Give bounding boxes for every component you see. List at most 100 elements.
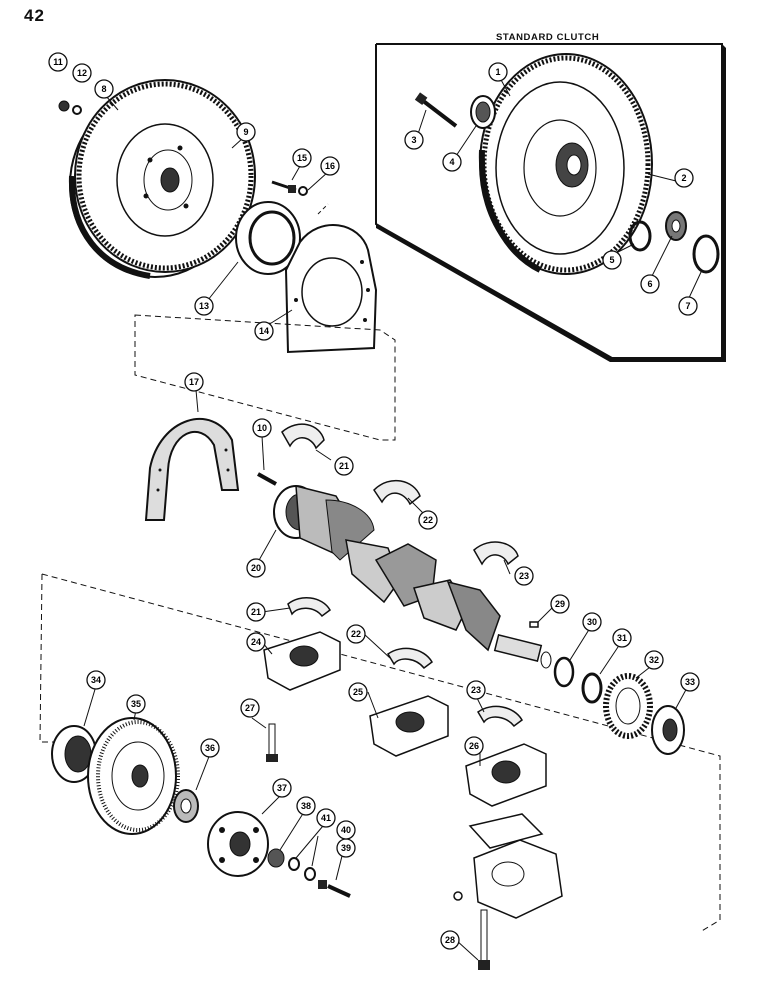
callout-circle [240, 698, 260, 718]
callout-37: 37 [272, 778, 292, 798]
hub-nut [267, 848, 285, 868]
main-bearing-cap-rear [465, 743, 547, 807]
callout-number: 30 [587, 617, 597, 627]
callout-circle [488, 62, 508, 82]
callout-35: 35 [126, 694, 146, 714]
upper-bearing-front [281, 423, 325, 450]
callout-number: 6 [647, 279, 652, 289]
callout-circle [252, 418, 272, 438]
callout-circle [582, 612, 602, 632]
washer [72, 105, 82, 115]
callout-21b: 21 [246, 602, 266, 622]
rear-gasket [144, 417, 240, 521]
assembly-guide-line [134, 314, 396, 441]
callout-circle [236, 122, 256, 142]
callout-5: 5 [602, 250, 622, 270]
callout-14: 14 [254, 321, 274, 341]
callout-circle [680, 672, 700, 692]
callout-3: 3 [404, 130, 424, 150]
callout-circle [602, 250, 622, 270]
callout-27: 27 [240, 698, 260, 718]
seal-retainer [284, 224, 378, 354]
callout-circle [418, 510, 438, 530]
callout-2: 2 [674, 168, 694, 188]
callout-circle [442, 152, 462, 172]
callout-number: 4 [449, 157, 454, 167]
callout-41: 41 [316, 808, 336, 828]
callout-1: 1 [488, 62, 508, 82]
callout-number: 22 [423, 515, 433, 525]
callout-22b: 22 [346, 624, 366, 644]
callout-number: 32 [649, 655, 659, 665]
callout-circle [336, 820, 356, 840]
callout-10: 10 [252, 418, 272, 438]
callout-circle [320, 156, 340, 176]
lower-bearing-rear [477, 705, 523, 728]
callout-circle [94, 79, 114, 99]
callout-circle [612, 628, 632, 648]
callout-number: 16 [325, 161, 335, 171]
callout-number: 3 [411, 135, 416, 145]
callout-circle [440, 930, 460, 950]
callout-number: 39 [341, 843, 351, 853]
callout-number: 38 [301, 801, 311, 811]
callout-number: 23 [519, 571, 529, 581]
callout-circle [292, 148, 312, 168]
retainer-ring [692, 234, 720, 274]
callout-number: 29 [555, 599, 565, 609]
callout-number: 21 [339, 461, 349, 471]
callout-23a: 23 [514, 566, 534, 586]
callout-circle [550, 594, 570, 614]
oil-slinger [651, 705, 685, 755]
callout-circle [48, 52, 68, 72]
callout-number: 41 [321, 813, 331, 823]
callout-number: 34 [91, 675, 101, 685]
callout-number: 8 [101, 84, 106, 94]
callout-number: 1 [495, 67, 500, 77]
spacer-washer [581, 672, 603, 704]
pilot-seal [470, 95, 496, 129]
callout-circle [404, 130, 424, 150]
callout-circle [246, 602, 266, 622]
callout-13: 13 [194, 296, 214, 316]
assembly-guide-line [39, 573, 721, 933]
callout-circle [86, 670, 106, 690]
clutch-bolt [414, 92, 458, 128]
callout-31: 31 [612, 628, 632, 648]
callout-22a: 22 [418, 510, 438, 530]
page-number: 42 [24, 6, 45, 25]
callout-number: 2 [681, 173, 686, 183]
hub-bolt [318, 880, 351, 898]
nut [58, 100, 70, 112]
callout-circle [246, 558, 266, 578]
callout-34: 34 [86, 670, 106, 690]
main-bearing-cap-center [369, 695, 449, 757]
callout-circle [254, 321, 274, 341]
callout-circle [72, 63, 92, 83]
callout-6: 6 [640, 274, 660, 294]
rear-cap-block [453, 839, 563, 919]
crank-key [529, 621, 539, 628]
leader-lines [83, 77, 703, 961]
standard-clutch-title: STANDARD CLUTCH [496, 32, 600, 43]
callout-number: 9 [243, 127, 248, 137]
callout-number: 31 [617, 633, 627, 643]
cap-bolt [266, 723, 278, 762]
callout-15: 15 [292, 148, 312, 168]
callout-23b: 23 [466, 680, 486, 700]
callout-number: 10 [257, 423, 267, 433]
callout-32: 32 [644, 650, 664, 670]
callout-number: 33 [685, 677, 695, 687]
callout-circle [126, 694, 146, 714]
lock-washer [304, 867, 316, 881]
callout-number: 15 [297, 153, 307, 163]
callout-number: 26 [469, 741, 479, 751]
callout-circle [246, 632, 266, 652]
callout-circle [272, 778, 292, 798]
callout-4: 4 [442, 152, 462, 172]
main-bearing-cap-front [263, 631, 341, 691]
callout-number: 17 [189, 377, 199, 387]
callout-30: 30 [582, 612, 602, 632]
rear-cap-gasket [468, 813, 544, 849]
